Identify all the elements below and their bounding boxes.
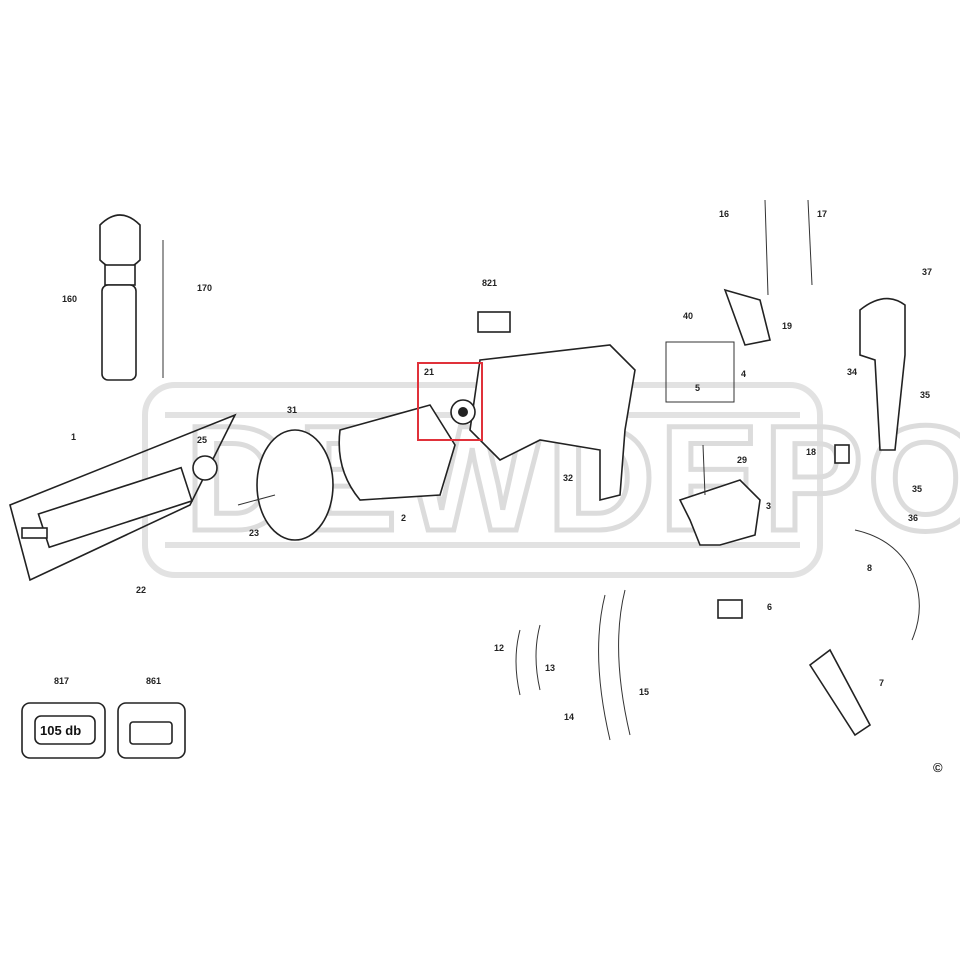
callout: 36 — [908, 513, 918, 523]
callout: 5 — [695, 383, 700, 393]
side-handle — [99, 214, 164, 381]
copyright-mark: © — [933, 760, 943, 775]
label-plate — [477, 311, 511, 333]
callout: 13 — [545, 663, 555, 673]
gear-housing — [469, 344, 636, 502]
callout: 34 — [847, 367, 857, 377]
noise-rating: 105 db — [40, 723, 81, 738]
callout: 4 — [741, 369, 746, 379]
callout: 821 — [482, 278, 497, 288]
callout: 17 — [817, 209, 827, 219]
callout: 29 — [737, 455, 747, 465]
callout: 1 — [71, 432, 76, 442]
brush-holder — [723, 288, 771, 346]
callout: 19 — [782, 321, 792, 331]
switch — [678, 479, 761, 546]
callout: 817 — [54, 676, 69, 686]
callout: 37 — [922, 267, 932, 277]
callouts: 16 17 37 160 170 821 40 19 21 4 5 34 31 … — [54, 209, 943, 775]
callout: 25 — [197, 435, 207, 445]
field-coil — [338, 404, 456, 501]
callout: 21 — [424, 367, 434, 377]
callout: 12 — [494, 643, 504, 653]
baffle — [256, 429, 334, 541]
callout: 7 — [879, 678, 884, 688]
highlight-box — [417, 362, 483, 441]
brush-18 — [834, 444, 850, 464]
callout: 170 — [197, 283, 212, 293]
callout: 15 — [639, 687, 649, 697]
callout: 14 — [564, 712, 574, 722]
rear-handle — [859, 297, 906, 451]
brush-kit-box — [665, 341, 735, 403]
callout: 861 — [146, 676, 161, 686]
armature — [9, 413, 237, 582]
callout: 6 — [767, 602, 772, 612]
callout: 160 — [62, 294, 77, 304]
capacitor — [717, 599, 743, 619]
callout: 18 — [806, 447, 816, 457]
callout: 3 — [766, 501, 771, 511]
cable-sleeve — [808, 648, 872, 737]
callout: 31 — [287, 405, 297, 415]
callout: 22 — [136, 585, 146, 595]
callout: 35 — [920, 390, 930, 400]
bearing-center — [458, 407, 468, 417]
callout: 40 — [683, 311, 693, 321]
callout: 2 — [401, 513, 406, 523]
callout: 32 — [563, 473, 573, 483]
callout: 35 — [912, 484, 922, 494]
callout: 23 — [249, 528, 259, 538]
callout: 16 — [719, 209, 729, 219]
callout: 8 — [867, 563, 872, 573]
